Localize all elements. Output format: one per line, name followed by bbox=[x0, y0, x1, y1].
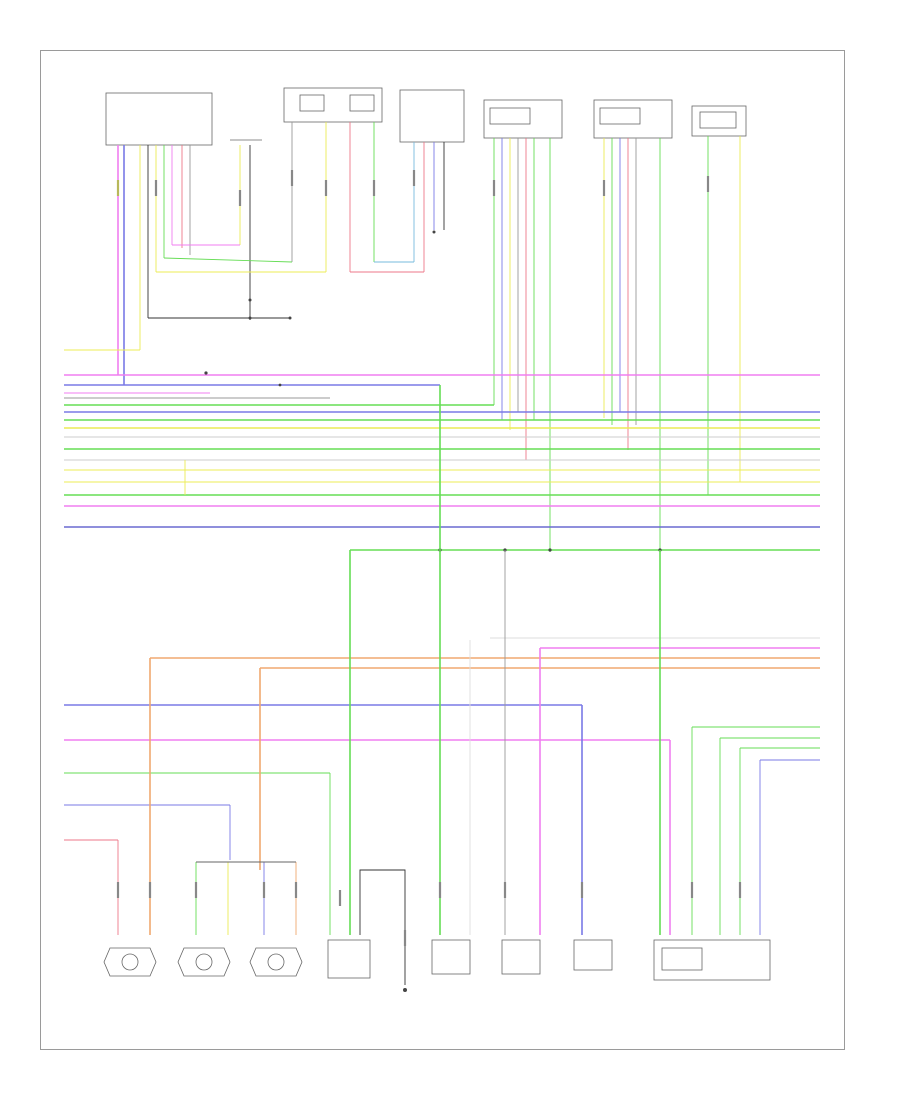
lower-bus bbox=[64, 637, 820, 841]
crankshaft-position-sensor bbox=[103, 947, 157, 977]
top-connector-injector-left bbox=[483, 99, 563, 139]
output-shaft-module bbox=[327, 939, 371, 979]
wire-code-marks bbox=[116, 170, 742, 946]
oxygen-sensor-post bbox=[573, 939, 613, 971]
top-connector-knock bbox=[691, 105, 747, 137]
camshaft-sensor-left bbox=[177, 947, 231, 977]
camshaft-sensor-right bbox=[249, 947, 303, 977]
middle-bus bbox=[64, 349, 820, 552]
oxygen-sensor-bank1 bbox=[431, 939, 471, 975]
top-connector-injector-right bbox=[593, 99, 673, 139]
top-drops bbox=[117, 122, 741, 552]
top-connector-fuel bbox=[283, 87, 383, 123]
top-interconnects bbox=[148, 230, 436, 320]
lower-drops bbox=[117, 385, 761, 985]
top-connector-camshaft bbox=[105, 92, 213, 146]
oxygen-sensor-bank2 bbox=[501, 939, 541, 975]
fuse-block bbox=[403, 988, 407, 992]
diagram-frame bbox=[40, 50, 845, 1050]
top-connector-satellite bbox=[399, 89, 465, 143]
injector-module-bottom bbox=[653, 939, 771, 981]
